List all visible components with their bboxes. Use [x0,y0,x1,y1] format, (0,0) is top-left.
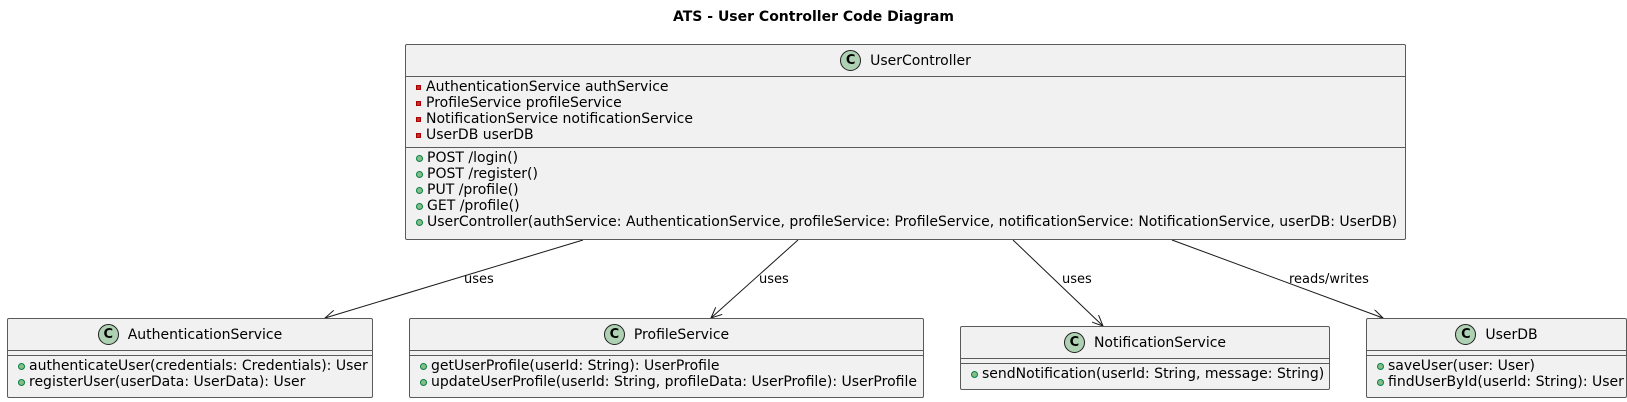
method-text: POST /login() [427,150,519,166]
class-profile-service[interactable]: C ProfileService getUserProfile(userId: … [409,318,924,398]
relation-reads-writes-userdb [1171,239,1383,318]
relation-uses-profile [711,239,799,318]
public-icon [971,370,978,378]
class-name: AuthenticationService [127,326,283,343]
attribute-text: NotificationService notificationService [426,111,693,127]
methods-section: saveUser(user: User) findUserById(userId… [1367,355,1626,394]
class-user-db[interactable]: C UserDB saveUser(user: User) findUserBy… [1366,318,1627,398]
methods-section: sendNotification(userId: String, message… [961,363,1329,386]
method-row: getUserProfile(userId: String): UserProf… [420,358,917,374]
method-row: updateUserProfile(userId: String, profil… [420,374,917,390]
diagram-title: ATS - User Controller Code Diagram [673,9,954,25]
method-text: updateUserProfile(userId: String, profil… [431,374,917,390]
private-icon [416,84,421,90]
method-row: POST /login() [416,150,1399,166]
method-row: registerUser(userData: UserData): User [18,374,366,390]
attributes-section [8,350,372,355]
public-icon [420,362,427,370]
attribute-text: AuthenticationService authService [426,79,669,95]
method-text: UserController(authService: Authenticati… [427,214,1398,230]
relation-uses-authentication [325,239,584,318]
method-row: POST /register() [416,166,1399,182]
method-text: findUserById(userId: String): User [1388,374,1624,390]
method-row: UserController(authService: Authenticati… [416,214,1399,230]
attribute-row: AuthenticationService authService [416,79,1399,95]
attribute-row: NotificationService notificationService [416,111,1399,127]
public-icon [416,202,423,210]
method-row: GET /profile() [416,198,1399,214]
class-name: UserController [870,52,971,69]
relation-label-userdb: reads/writes [1289,272,1369,287]
class-header: C UserController [406,45,1405,76]
class-header: C AuthenticationService [8,319,372,350]
public-icon [1377,362,1384,370]
attributes-section [410,350,923,355]
attributes-section: AuthenticationService authService Profil… [406,76,1405,147]
private-icon [416,100,421,106]
class-badge-icon: C [1063,332,1085,353]
public-icon [18,362,25,370]
methods-section: authenticateUser(credentials: Credential… [8,355,372,394]
public-icon [18,378,25,386]
private-icon [416,116,421,122]
attribute-text: UserDB userDB [426,127,534,143]
method-row: PUT /profile() [416,182,1399,198]
private-icon [416,132,421,138]
public-icon [416,186,423,194]
method-text: GET /profile() [427,198,520,214]
method-text: authenticateUser(credentials: Credential… [29,358,368,374]
class-badge-icon: C [840,50,862,71]
method-text: registerUser(userData: UserData): User [29,374,306,390]
class-name: UserDB [1485,326,1538,343]
class-name: NotificationService [1093,334,1227,351]
attribute-row: UserDB userDB [416,127,1399,143]
method-text: POST /register() [427,166,538,182]
relation-label-notification: uses [1062,272,1092,287]
class-header: C NotificationService [961,327,1329,358]
public-icon [416,154,423,162]
class-name: ProfileService [633,326,730,343]
relation-label-profile: uses [759,272,789,287]
method-row: saveUser(user: User) [1377,358,1620,374]
methods-section: getUserProfile(userId: String): UserProf… [410,355,923,394]
public-icon [416,170,423,178]
attribute-row: ProfileService profileService [416,95,1399,111]
class-badge-icon: C [1455,324,1477,345]
method-row: sendNotification(userId: String, message… [971,366,1325,382]
methods-section: POST /login() POST /register() PUT /prof… [406,147,1405,234]
attributes-section [961,358,1329,363]
class-notification-service[interactable]: C NotificationService sendNotification(u… [960,326,1330,390]
class-header: C ProfileService [410,319,923,350]
class-header: C UserDB [1367,319,1626,350]
class-user-controller[interactable]: C UserController AuthenticationService a… [405,44,1406,240]
class-badge-icon: C [603,324,625,345]
public-icon [416,218,423,226]
relation-label-authentication: uses [464,272,494,287]
attribute-text: ProfileService profileService [426,95,622,111]
method-text: getUserProfile(userId: String): UserProf… [431,358,720,374]
method-row: authenticateUser(credentials: Credential… [18,358,368,374]
method-text: PUT /profile() [427,182,519,198]
class-authentication-service[interactable]: C AuthenticationService authenticateUser… [7,318,373,398]
relation-uses-notification [1012,239,1103,326]
attributes-section [1367,350,1626,355]
public-icon [1377,378,1384,386]
method-text: saveUser(user: User) [1388,358,1535,374]
method-text: sendNotification(userId: String, message… [982,366,1325,382]
class-badge-icon: C [97,324,119,345]
method-row: findUserById(userId: String): User [1377,374,1624,390]
public-icon [420,378,427,386]
